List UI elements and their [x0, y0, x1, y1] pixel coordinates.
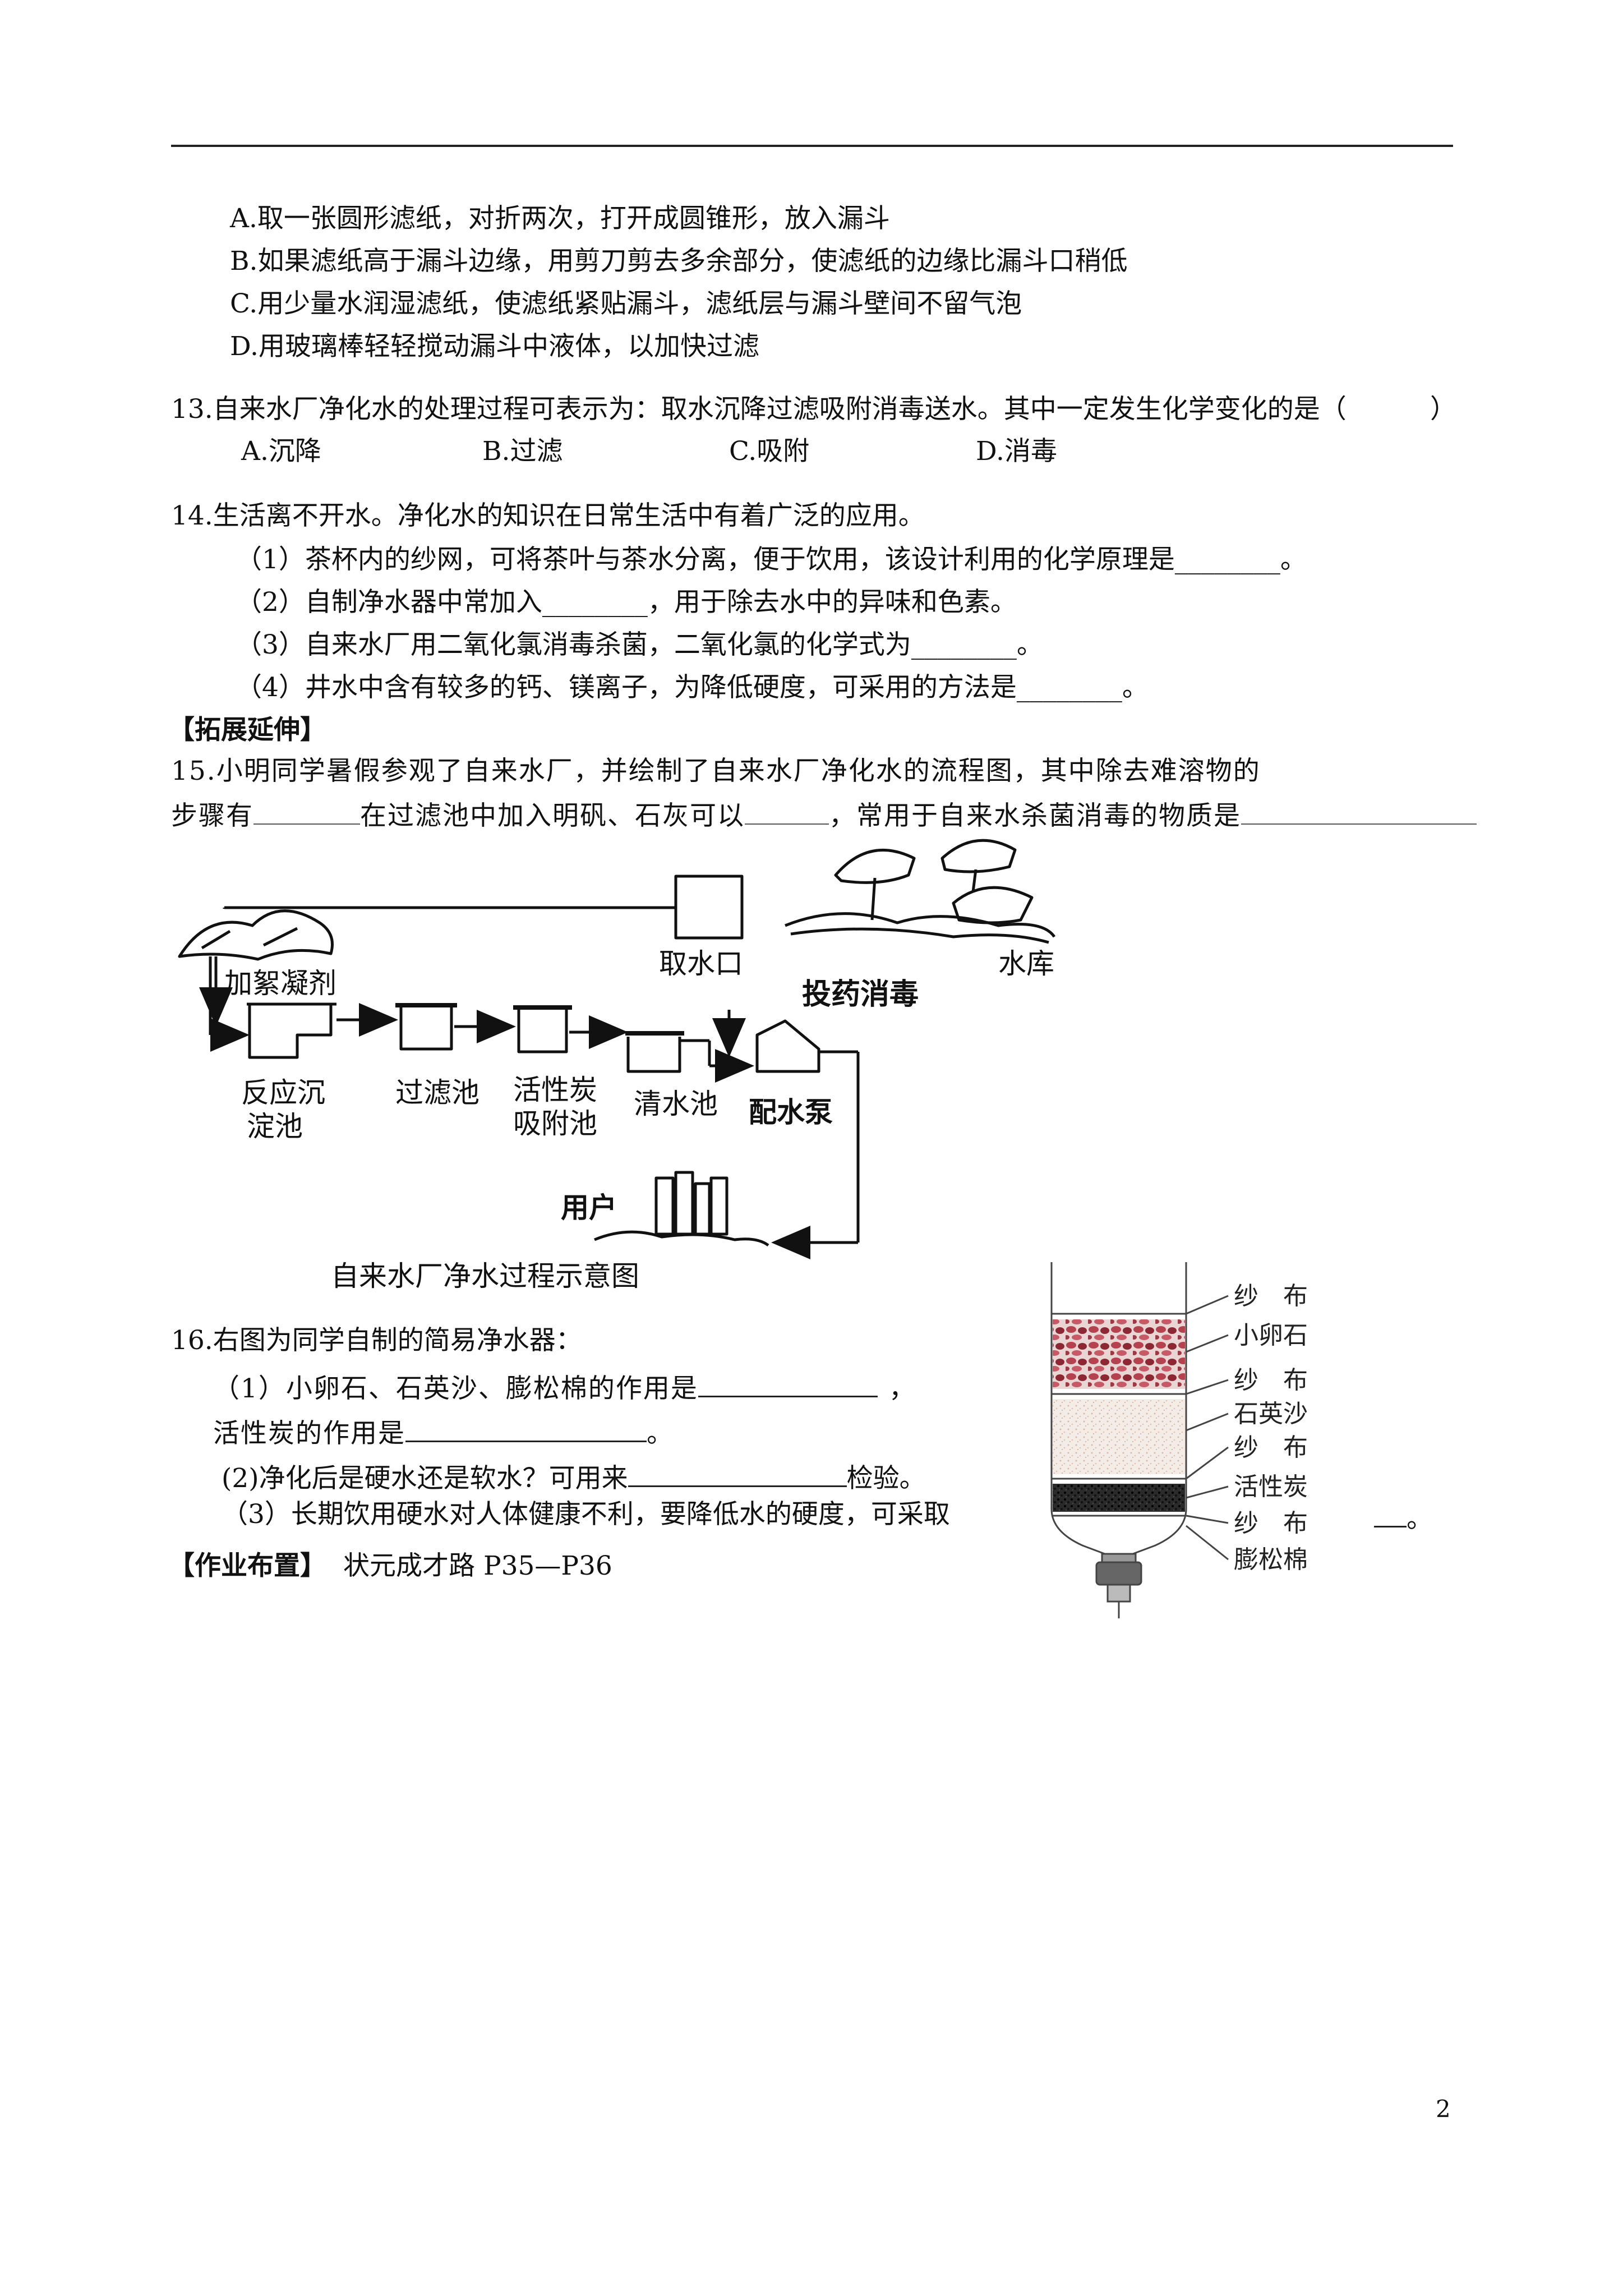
q15-blank-3[interactable]: [1241, 797, 1477, 825]
label-carbon-2: 吸附池: [513, 1107, 597, 1140]
q14-item-4: （4）井水中含有较多的钙、镁离子，为降低硬度，可采用的方法是________。: [236, 672, 1149, 703]
q13-option-c: C.吸附: [729, 436, 810, 467]
water-plant-flow-diagram: 取水口 水库 加絮凝剂 投药消毒 反应沉 淀池 过滤池 活性炭 吸附池 清水池 …: [178, 839, 1056, 1259]
reservoir-tree-icon: [785, 839, 1056, 944]
q14-blank-1[interactable]: ________: [1174, 544, 1280, 575]
pump-house: [755, 1019, 820, 1073]
sedimentation-tank: [248, 1004, 333, 1059]
clear-water-tank: [626, 1037, 681, 1073]
q14-item-2: （2）自制净水器中常加入________，用于除去水中的异味和色素。: [236, 587, 1017, 618]
q15-blank-2[interactable]: [745, 797, 829, 825]
source-tree-icon: [178, 909, 334, 961]
q16-blank-3[interactable]: [628, 1458, 847, 1487]
q14-blank-3[interactable]: ________: [911, 629, 1017, 660]
filter-tank: [399, 1007, 453, 1051]
homework: 【作业布置】状元成才路 P35—P36: [168, 1549, 612, 1583]
filter-label-cotton: 膨松棉: [1234, 1545, 1308, 1574]
q16-item-1: （1）小卵石、石英沙、膨松棉的作用是，: [213, 1369, 916, 1406]
q12-option-a: A.取一张圆形滤纸，对折两次，打开成圆锥形，放入漏斗: [230, 203, 890, 234]
label-reservoir: 水库: [998, 947, 1054, 980]
q13-option-d: D.消毒: [976, 436, 1057, 467]
homework-text: 状元成才路 P35—P36: [343, 1550, 612, 1581]
q16-blank-4[interactable]: [1374, 1498, 1407, 1527]
q14-blank-2[interactable]: ________: [542, 587, 648, 618]
header-rule: [171, 145, 1453, 147]
filter-label-gauze-1: 纱 布: [1234, 1282, 1308, 1310]
q16-blank-1[interactable]: [698, 1369, 878, 1397]
q14-blank-4[interactable]: ________: [1016, 672, 1122, 703]
q16-stem: 16.右图为同学自制的简易净水器：: [171, 1325, 582, 1356]
page-number: 2: [1436, 2095, 1451, 2123]
q16-item-2: (2)净化后是硬水还是软水？可用来检验。: [222, 1458, 926, 1496]
filter-label-pebbles: 小卵石: [1234, 1321, 1308, 1350]
filter-label-quartz: 石英沙: [1234, 1400, 1308, 1428]
q12-option-b: B.如果滤纸高于漏斗边缘，用剪刀剪去多余部分，使滤纸的边缘比漏斗口稍低: [230, 246, 1128, 277]
q16-item-1b: 活性炭的作用是。: [213, 1414, 674, 1451]
label-user: 用户: [561, 1191, 617, 1224]
q14-stem: 14.生活离不开水。净化水的知识在日常生活中有着广泛的应用。: [171, 500, 925, 531]
q14-item-3: （3）自来水厂用二氧化氯消毒杀菌，二氧化氯的化学式为________。: [236, 629, 1043, 660]
filter-label-gauze-4: 纱 布: [1234, 1509, 1308, 1538]
label-sedimentation-2: 淀池: [247, 1110, 303, 1143]
label-carbon-1: 活性炭: [513, 1074, 597, 1106]
label-intake: 取水口: [659, 947, 743, 980]
q13-option-a: A.沉降: [241, 436, 321, 467]
flow-caption: 自来水厂净水过程示意图: [331, 1260, 639, 1292]
intake-box: [674, 875, 744, 940]
q13-stem: 13.自来水厂净化水的处理过程可表示为：取水沉降过滤吸附消毒送水。其中一定发生化…: [171, 394, 1347, 425]
q16-item-3: （3）长期饮用硬水对人体健康不利，要降低水的硬度，可采取: [222, 1499, 950, 1530]
carbon-tank: [517, 1010, 568, 1053]
q16-blank-2[interactable]: [405, 1414, 647, 1442]
simple-water-filter-diagram: 纱 布 小卵石 纱 布 石英沙 纱 布 活性炭 纱 布 膨松棉: [1050, 1262, 1308, 1618]
label-disinfect: 投药消毒: [802, 978, 919, 1011]
q14-item-1: （1）茶杯内的纱网，可将茶叶与茶水分离，便于饮用，该设计利用的化学原理是____…: [236, 544, 1307, 575]
q16-item-3-end: 。: [1374, 1498, 1433, 1534]
q13-option-b: B.过滤: [482, 436, 563, 467]
filter-label-carbon: 活性炭: [1234, 1473, 1308, 1501]
q15-line1: 15.小明同学暑假参观了自来水厂，并绘制了自来水厂净化水的流程图，其中除去难溶物…: [171, 756, 1261, 786]
label-coagulant: 加絮凝剂: [224, 967, 336, 1000]
q15-line2: 步骤有在过滤池中加入明矾、石灰可以，常用于自来水杀菌消毒的物质是: [171, 797, 1477, 833]
filter-label-gauze-2: 纱 布: [1234, 1366, 1308, 1395]
q12-option-d: D.用玻璃棒轻轻搅动漏斗中液体，以加快过滤: [230, 331, 759, 362]
user-building-icon: [594, 1171, 769, 1247]
label-filter: 过滤池: [395, 1076, 479, 1109]
filter-label-gauze-3: 纱 布: [1234, 1433, 1308, 1462]
q12-option-c: C.用少量水润湿滤纸，使滤纸紧贴漏斗，滤纸层与漏斗壁间不留气泡: [230, 288, 1022, 319]
q15-blank-1[interactable]: [253, 797, 360, 825]
homework-label: 【作业布置】: [168, 1550, 326, 1581]
label-pump: 配水泵: [749, 1096, 833, 1129]
label-sedimentation-1: 反应沉: [241, 1076, 325, 1109]
section-extend: 【拓展延伸】: [168, 715, 326, 746]
label-clear-water: 清水池: [634, 1088, 718, 1120]
q13-paren-close: ）: [1430, 394, 1456, 425]
